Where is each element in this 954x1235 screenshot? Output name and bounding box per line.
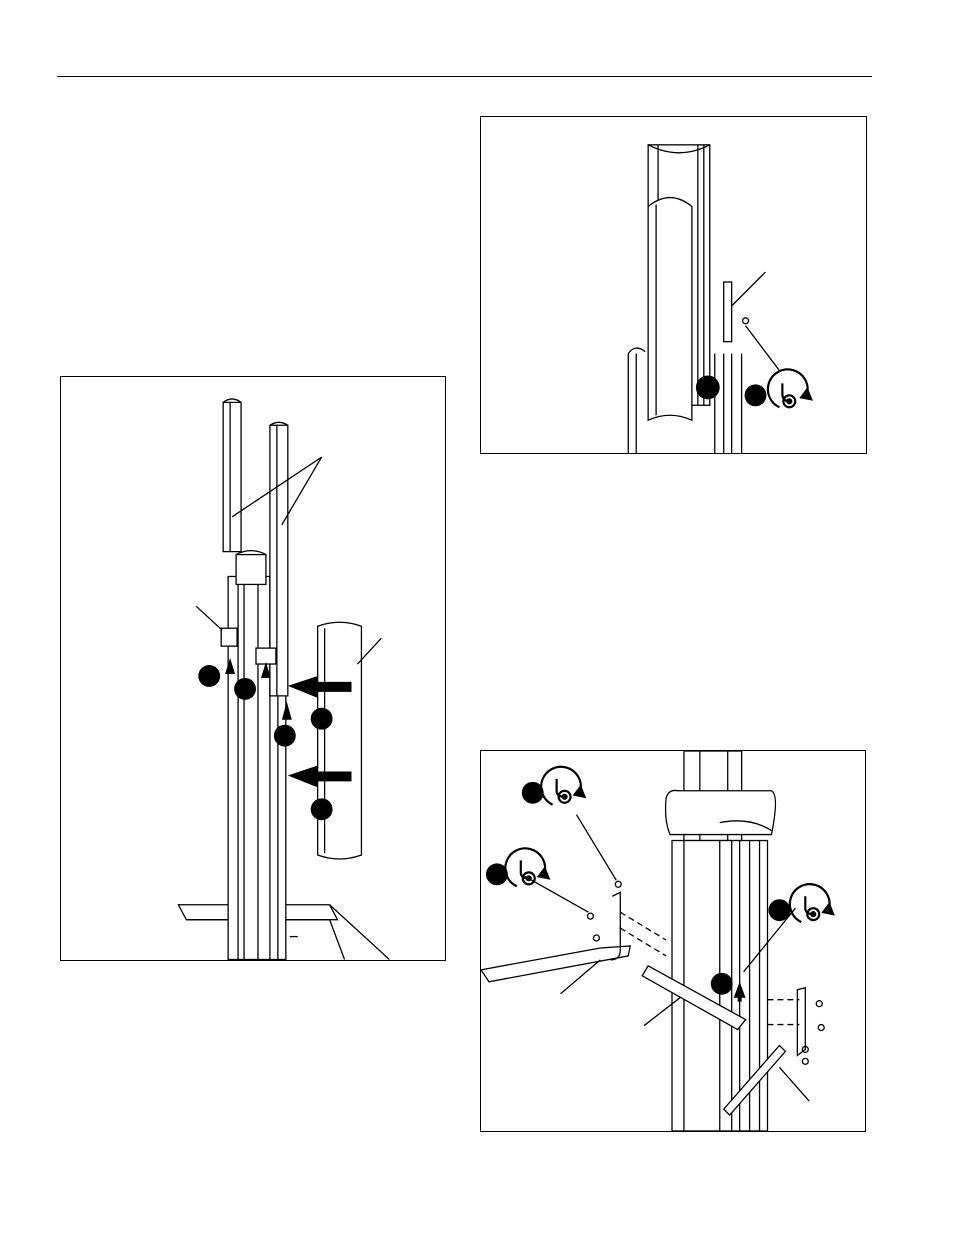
- column-assembly-figure: [60, 376, 446, 961]
- column-extension-drawing: [481, 117, 866, 453]
- header-rule: [57, 76, 872, 77]
- column-assembly-drawing: [61, 377, 445, 960]
- column-extension-figure: [480, 116, 867, 454]
- rotate-clockwise-arrow-icon: [541, 767, 584, 805]
- shelf-bracket-figure: [480, 750, 866, 1132]
- rotate-clockwise-arrow-icon: [790, 884, 833, 922]
- rotate-clockwise-arrow-icon: [505, 848, 548, 886]
- rotate-clockwise-arrow-icon: [768, 369, 811, 407]
- shelf-bracket-drawing: [481, 751, 865, 1131]
